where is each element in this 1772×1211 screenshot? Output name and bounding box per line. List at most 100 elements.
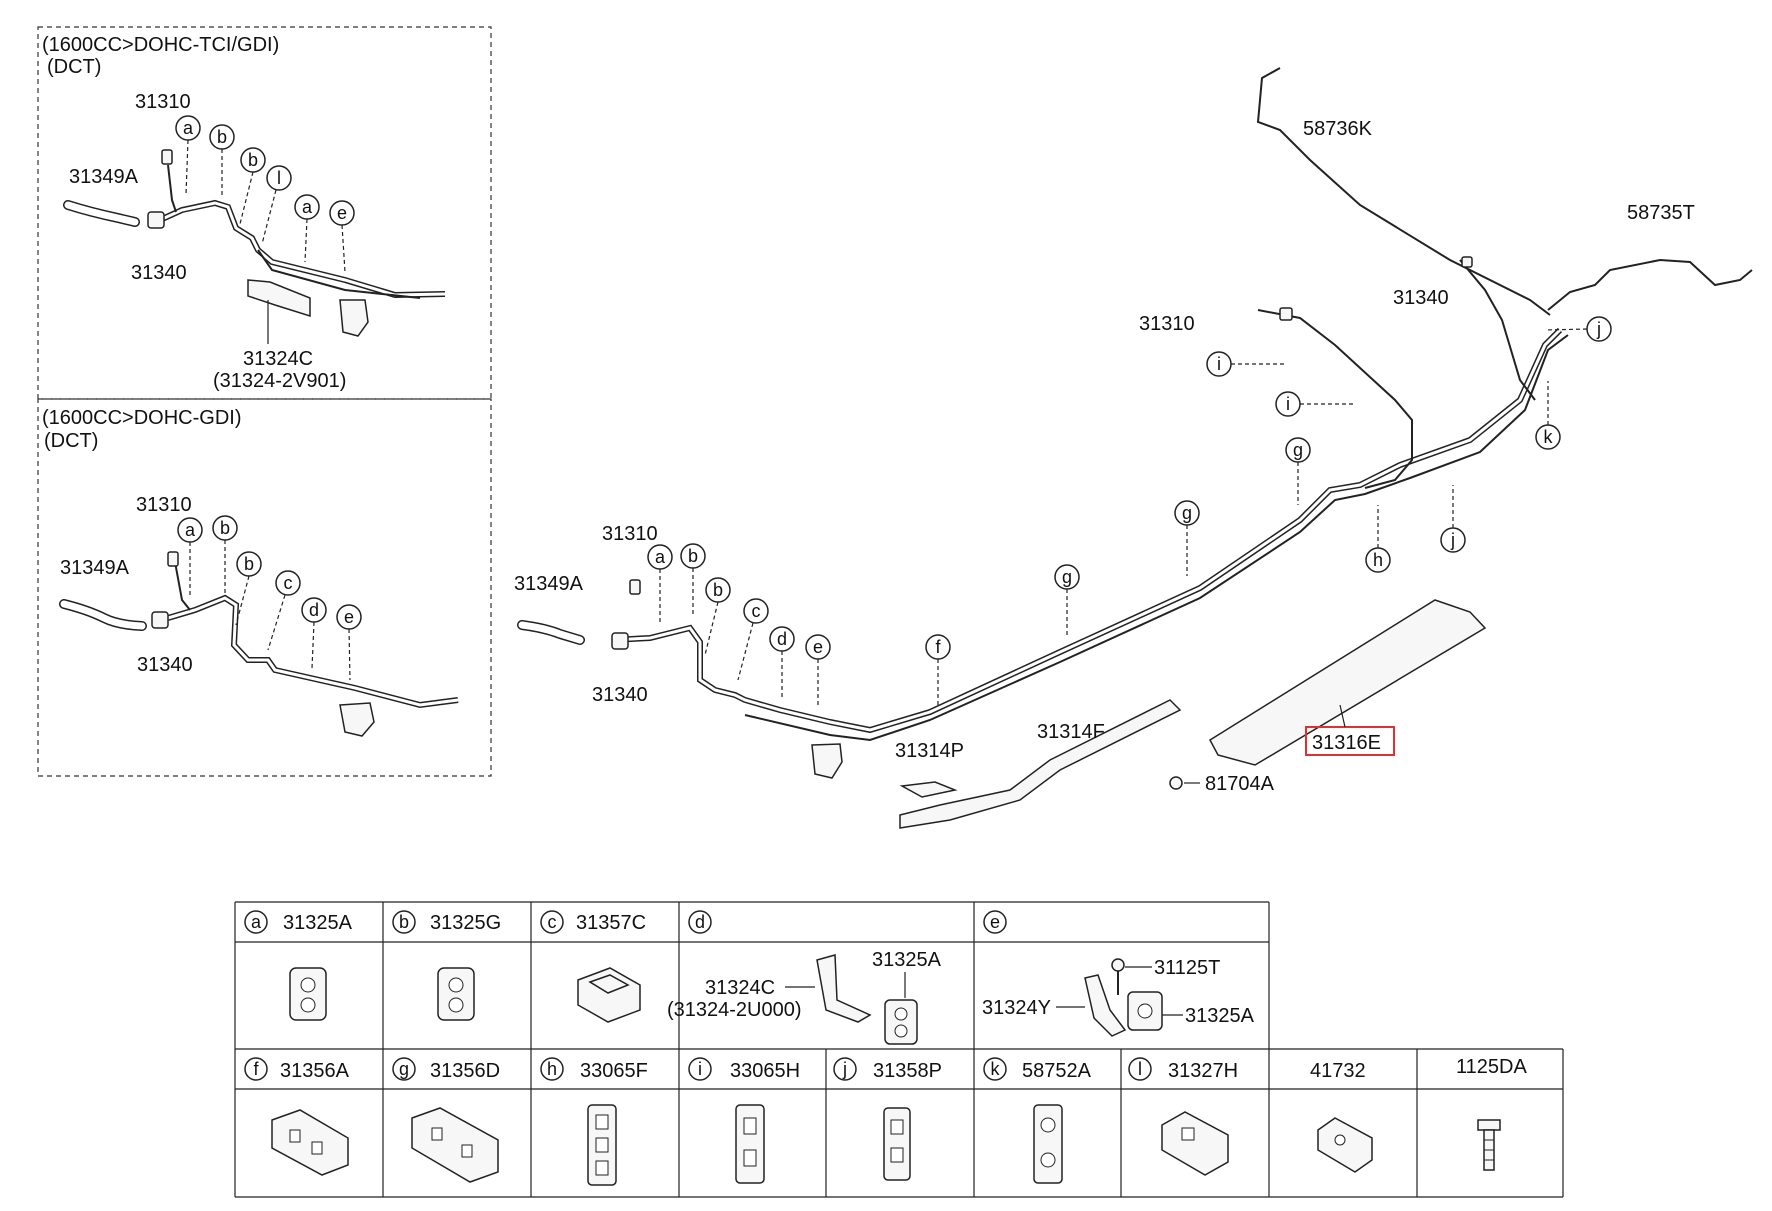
svg-text:e: e bbox=[344, 607, 354, 627]
tci-label-31324c-alt: (31324-2V901) bbox=[213, 370, 346, 392]
svg-text:c: c bbox=[752, 601, 761, 621]
legend-part-h: 33065F bbox=[580, 1060, 648, 1082]
svg-text:a: a bbox=[655, 547, 666, 567]
tci-bracket-31324c bbox=[247, 279, 311, 318]
gdi-callout-c: c bbox=[267, 570, 301, 651]
clip-31325g-icon bbox=[437, 967, 475, 1021]
svg-text:g: g bbox=[1062, 567, 1072, 587]
svg-text:b: b bbox=[399, 912, 409, 932]
legend-cell-g: g 31356D bbox=[392, 1057, 500, 1183]
svg-text:h: h bbox=[1373, 550, 1383, 570]
tci-fuel-tubes bbox=[158, 164, 446, 299]
legend-e-bracket-label: 31324Y bbox=[982, 997, 1051, 1019]
legend-part-b: 31325G bbox=[430, 912, 501, 934]
main-label-58735t: 58735T bbox=[1627, 202, 1695, 224]
gdi-fuel-tubes bbox=[167, 561, 459, 709]
svg-text:b: b bbox=[248, 150, 258, 170]
panel-gdi-frame bbox=[37, 398, 492, 777]
legend-part-j: 31358P bbox=[873, 1060, 942, 1082]
main-rail-31314f bbox=[899, 699, 1182, 829]
bracket-31324c-icon bbox=[816, 954, 872, 1023]
svg-text:g: g bbox=[399, 1059, 409, 1079]
panel-tci-gdi-title: (1600CC>DOHC-TCI/GDI) bbox=[42, 34, 279, 56]
main-callout-g2: g bbox=[1174, 500, 1200, 576]
main-label-31310-left: 31310 bbox=[602, 523, 658, 545]
legend-part-c: 31357C bbox=[576, 912, 646, 934]
main-callout-i1: i bbox=[1206, 351, 1285, 377]
clip-58752a-icon bbox=[1033, 1104, 1063, 1184]
svg-text:a: a bbox=[185, 520, 196, 540]
main-label-31314p: 31314P bbox=[895, 740, 964, 762]
tci-fuel-filter bbox=[147, 211, 165, 229]
main-connector bbox=[629, 579, 641, 595]
tci-callout-e: e bbox=[329, 200, 355, 273]
legend-e-bolt-label: 31125T bbox=[1154, 957, 1220, 979]
clip-31325a-icon bbox=[289, 967, 327, 1021]
main-connector-right bbox=[1279, 307, 1293, 321]
legend-cell-i: i 33065H bbox=[688, 1057, 800, 1184]
svg-text:e: e bbox=[990, 912, 1000, 932]
legend-cell-1125da: 1125DA bbox=[1456, 1056, 1527, 1171]
main-label-31310-right: 31310 bbox=[1139, 313, 1195, 335]
svg-text:d: d bbox=[777, 629, 787, 649]
main-label-31340-top: 31340 bbox=[1393, 287, 1449, 309]
main-label-31340-left: 31340 bbox=[592, 684, 648, 706]
legend-part-41732: 41732 bbox=[1310, 1060, 1366, 1082]
main-callout-c: c bbox=[737, 598, 769, 681]
svg-text:b: b bbox=[713, 580, 723, 600]
legend-part-i: 33065H bbox=[730, 1060, 800, 1082]
main-callout-e: e bbox=[805, 634, 831, 705]
clip-31357c-icon bbox=[577, 967, 641, 1023]
svg-text:d: d bbox=[695, 912, 705, 932]
main-label-31314f: 31314F bbox=[1037, 721, 1105, 743]
svg-text:i: i bbox=[1286, 394, 1290, 414]
gdi-callout-d: d bbox=[301, 597, 327, 669]
tci-label-31324c: 31324C bbox=[243, 348, 313, 370]
legend-e-clip-label: 31325A bbox=[1185, 1005, 1255, 1027]
legend-cell-h: h 33065F bbox=[540, 1057, 648, 1186]
legend-cell-c: c 31357C bbox=[540, 910, 646, 1023]
main-callout-d: d bbox=[769, 626, 795, 697]
gdi-connector bbox=[167, 551, 179, 567]
main-callout-g3: g bbox=[1054, 564, 1080, 635]
tci-connector bbox=[161, 149, 173, 165]
svg-text:a: a bbox=[302, 197, 313, 217]
main-cover-31314p bbox=[899, 781, 958, 798]
bolt-31125t-icon bbox=[1111, 958, 1125, 995]
panel-tci-gdi-subtitle: (DCT) bbox=[47, 56, 101, 78]
legend-part-k: 58752A bbox=[1022, 1060, 1092, 1082]
clip-33065f-icon bbox=[587, 1104, 617, 1186]
main-callout-i2: i bbox=[1275, 391, 1355, 417]
clip-31356a-icon bbox=[271, 1109, 349, 1176]
clip-41732-icon bbox=[1317, 1117, 1373, 1173]
main-connector-top bbox=[1461, 256, 1473, 268]
main-fuel-system: j k i i g g g h j f a b b c d e 58736K 5… bbox=[514, 67, 1753, 829]
clip-31358p-icon bbox=[883, 1107, 911, 1181]
main-callout-f: f bbox=[925, 634, 951, 705]
gdi-clip-e bbox=[339, 702, 375, 737]
svg-text:c: c bbox=[548, 912, 557, 932]
svg-text:b: b bbox=[244, 554, 254, 574]
main-callout-b2: b bbox=[704, 577, 731, 656]
legend-part-g: 31356D bbox=[430, 1060, 500, 1082]
tci-callout-b2: b bbox=[239, 147, 266, 225]
svg-text:a: a bbox=[251, 912, 262, 932]
legend-part-a: 31325A bbox=[283, 912, 353, 934]
main-callout-k: k bbox=[1535, 381, 1561, 450]
legend-cell-d: d 31325A 31324C (31324-2U000) bbox=[667, 910, 942, 1045]
svg-text:i: i bbox=[698, 1059, 702, 1079]
legend-cell-e: e 31125T 31324Y 31325A bbox=[982, 910, 1255, 1037]
svg-text:g: g bbox=[1293, 440, 1303, 460]
tci-callout-b1: b bbox=[209, 124, 235, 198]
clip-31356d-icon bbox=[411, 1107, 499, 1183]
clip-31325a-e-icon bbox=[1127, 991, 1163, 1031]
legend-cell-a: a 31325A bbox=[244, 910, 353, 1021]
parts-legend-table: a 31325A b 31325G c 31357C d 31325A 3132… bbox=[234, 901, 1564, 1198]
gdi-fuel-filter bbox=[151, 611, 169, 629]
legend-cell-41732: 41732 bbox=[1310, 1060, 1373, 1173]
svg-text:g: g bbox=[1182, 503, 1192, 523]
svg-text:f: f bbox=[935, 637, 941, 657]
highlight-31316e bbox=[1305, 726, 1395, 756]
gdi-callout-e: e bbox=[336, 604, 362, 681]
svg-text:a: a bbox=[183, 118, 194, 138]
